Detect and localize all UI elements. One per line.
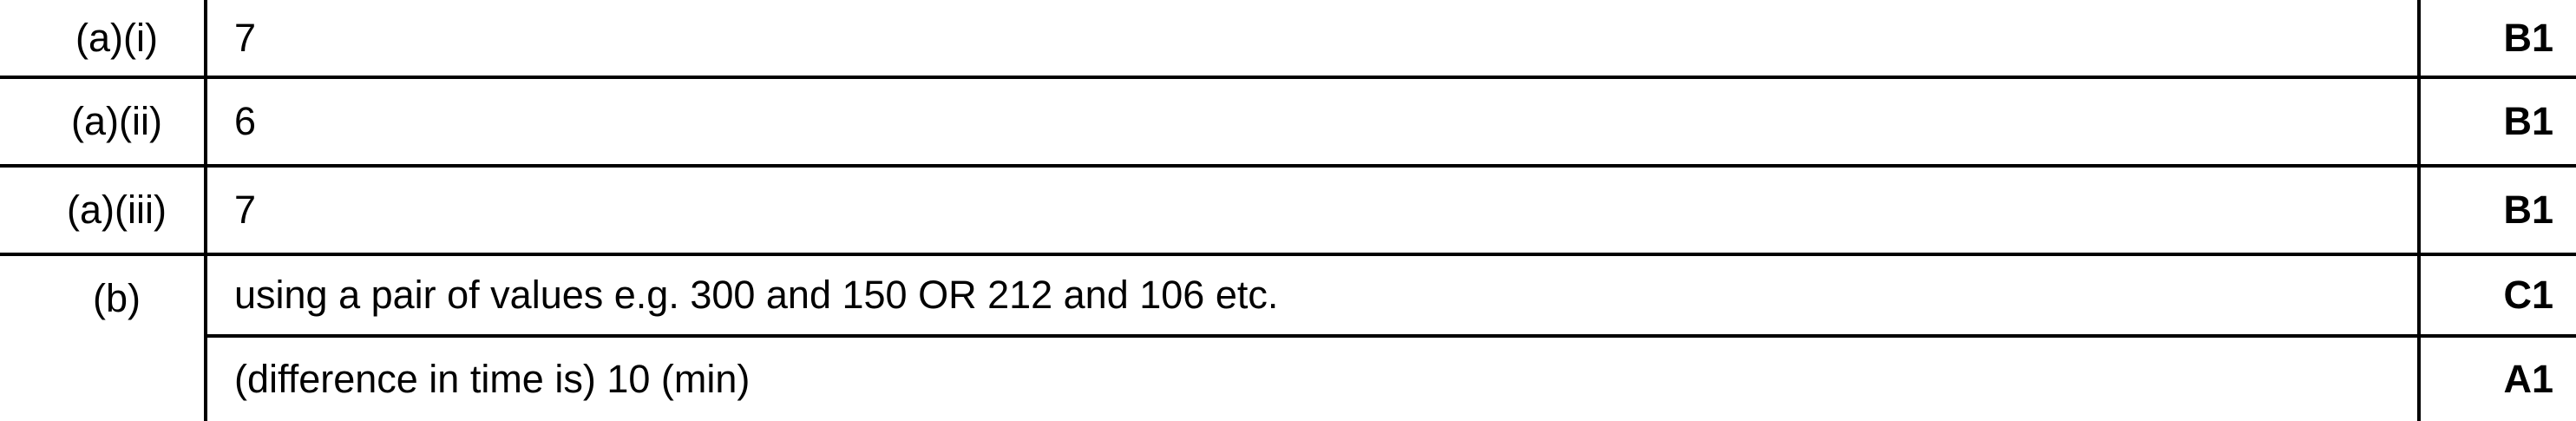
table-row: (a)(iii) 7 B1 bbox=[0, 166, 2576, 256]
question-part-label: (a)(iii) bbox=[0, 166, 207, 256]
question-part-label: (a)(ii) bbox=[0, 77, 207, 168]
question-part-label: (a)(i) bbox=[0, 0, 207, 79]
mark-code: C1 bbox=[2417, 254, 2576, 338]
answer-text: 7 bbox=[206, 166, 2419, 256]
mark-code: B1 bbox=[2417, 166, 2576, 256]
table-row: (a)(ii) 6 B1 bbox=[0, 77, 2576, 168]
question-part-label: (b) bbox=[0, 254, 207, 421]
answer-text: 6 bbox=[206, 77, 2419, 168]
table-row: (a)(i) 7 B1 bbox=[0, 0, 2576, 79]
table-row: (b) using a pair of values e.g. 300 and … bbox=[0, 254, 2576, 421]
mark-code: A1 bbox=[2417, 336, 2576, 421]
mark-code: B1 bbox=[2417, 77, 2576, 168]
table-row: (difference in time is) 10 (min) A1 bbox=[0, 336, 2576, 421]
mark-code: B1 bbox=[2417, 0, 2576, 79]
answer-text: (difference in time is) 10 (min) bbox=[234, 357, 751, 402]
answer-text: 7 bbox=[206, 0, 2419, 79]
answer-text: using a pair of values e.g. 300 and 150 … bbox=[206, 254, 2419, 338]
